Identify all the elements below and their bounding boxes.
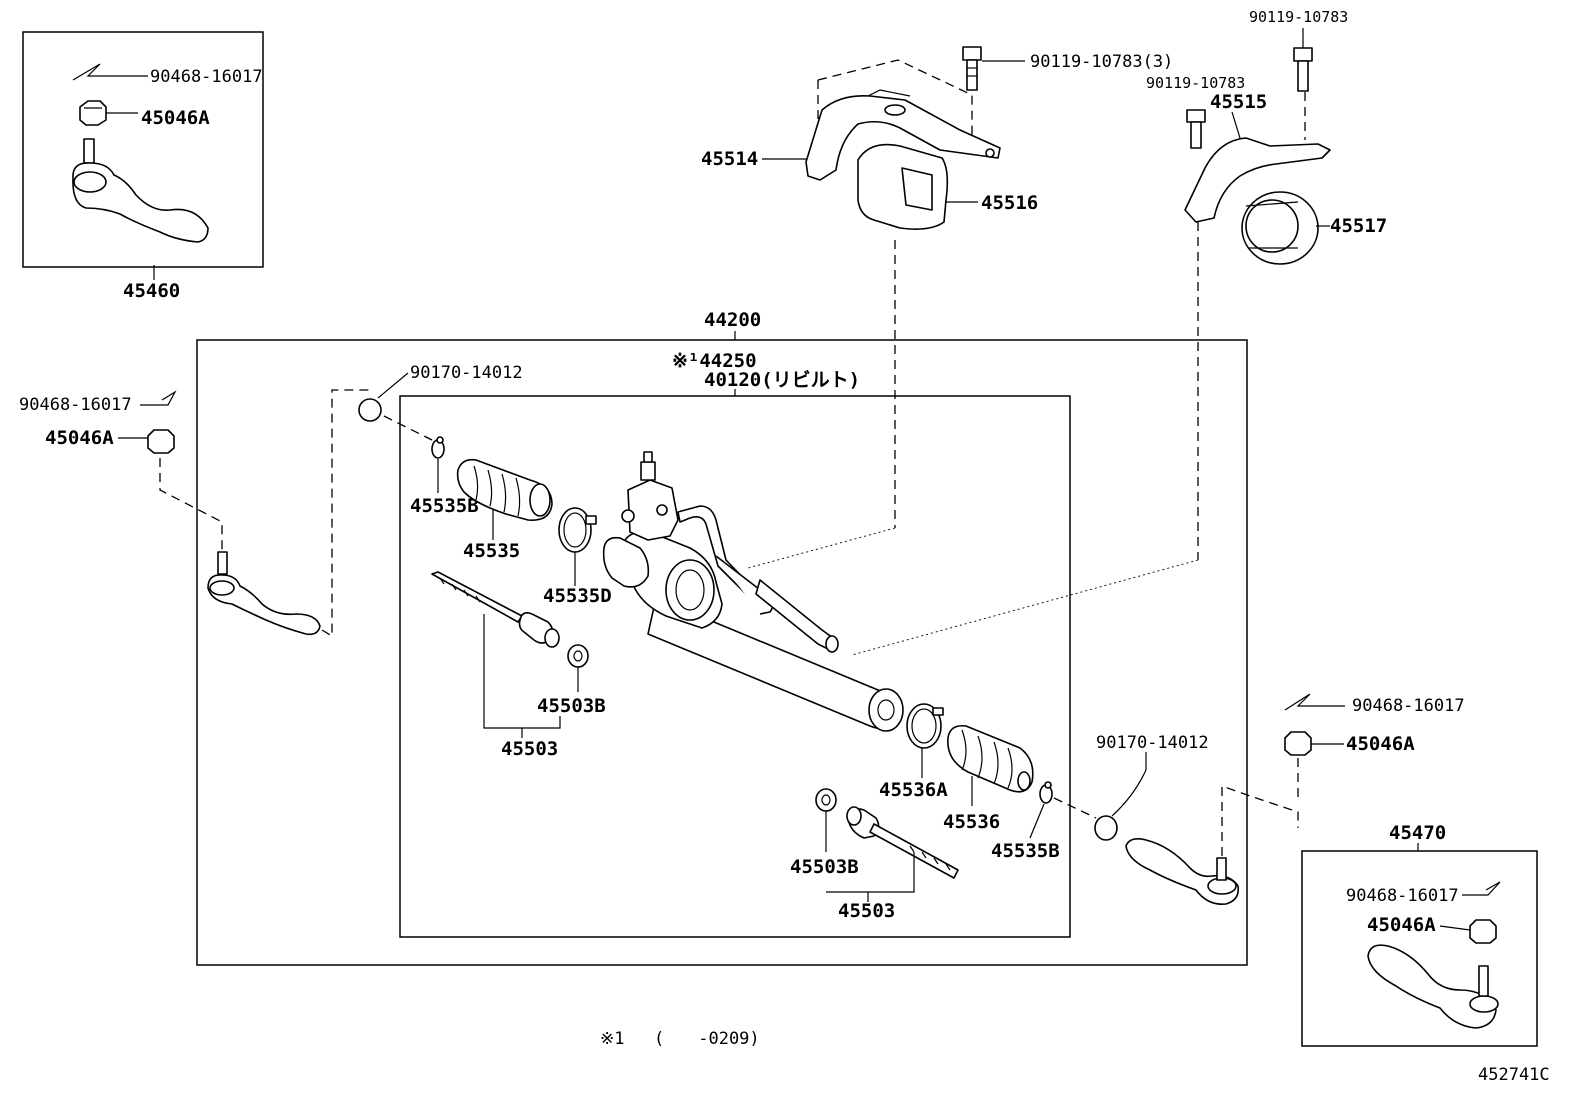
inset-box-45460 [22, 31, 264, 268]
washer-45503B-left-icon [567, 644, 589, 668]
label-45535: 45535 [463, 540, 520, 562]
tie-rod-end-right-icon [1125, 838, 1240, 906]
bolt-90119-top-icon [1293, 47, 1313, 92]
castle-nut-br-icon [1469, 919, 1497, 944]
cotter-pin-right-icon [1284, 693, 1345, 711]
label-45515: 45515 [1210, 91, 1267, 113]
inset-box-45470 [1301, 850, 1538, 1047]
jam-nut-left-icon [358, 398, 382, 422]
label-nut-left: 45046A [45, 427, 114, 449]
label-bolt-90119-top: 90119-10783 [1249, 8, 1348, 26]
label-45535B-left: 45535B [410, 495, 479, 517]
label-45503-left: 45503 [501, 738, 558, 760]
label-45535D: 45535D [543, 585, 612, 607]
washer-45503B-right-icon [815, 788, 837, 812]
label-bolt-90119-3: 90119-10783(3) [1030, 52, 1173, 72]
label-jam-right: 90170-14012 [1096, 733, 1209, 753]
label-45503-right: 45503 [838, 900, 895, 922]
steering-rack-housing-icon [602, 451, 904, 732]
label-jam-left: 90170-14012 [410, 363, 523, 383]
boot-45535-icon [456, 458, 553, 521]
label-44250: ※¹44250 [672, 350, 757, 372]
label-45535B-right: 45535B [991, 840, 1060, 862]
label-pin-br: 90468-16017 [1346, 886, 1459, 906]
label-45514: 45514 [701, 148, 758, 170]
diagram-id: 452741C [1478, 1065, 1550, 1085]
label-pin-right: 90468-16017 [1352, 696, 1465, 716]
tie-rod-end-left-icon [207, 551, 321, 636]
clamp-45536A-icon [906, 703, 944, 749]
tie-rod-45503-left-icon [431, 571, 560, 648]
label-40120: 40120(リビルト) [704, 369, 860, 391]
castle-nut-right-icon [1284, 731, 1312, 756]
cotter-pin-left-icon [140, 390, 177, 406]
tie-rod-end-45460-icon [72, 63, 209, 280]
bolt-90119-mid-icon [1186, 109, 1206, 149]
label-pin-left: 90468-16017 [19, 395, 132, 415]
clip-45535B-right-icon [1039, 781, 1053, 804]
clamp-45535D-icon [558, 507, 597, 553]
cotter-pin-br-icon [1462, 881, 1501, 896]
label-45503B-right: 45503B [790, 856, 859, 878]
label-45536A: 45536A [879, 779, 948, 801]
label-nut-br: 45046A [1367, 914, 1436, 936]
label-45516: 45516 [981, 192, 1038, 214]
label-45460: 45460 [123, 280, 180, 302]
footnote-range: ( -0209) [654, 1029, 760, 1049]
label-bolt-90119-mid: 90119-10783 [1146, 74, 1245, 92]
bushing-45516-icon [857, 143, 949, 230]
label-nut-tl: 45046A [141, 107, 210, 129]
label-pin-tl: 90468-16017 [150, 67, 263, 87]
bracket-45514-icon [805, 59, 1001, 181]
tie-rod-45503-right-icon [846, 806, 959, 879]
clip-45535B-left-icon [431, 436, 445, 459]
bracket-45515-icon [1184, 92, 1331, 223]
label-45470: 45470 [1389, 822, 1446, 844]
boot-45536-icon [947, 724, 1034, 793]
label-nut-right: 45046A [1346, 733, 1415, 755]
label-45517: 45517 [1330, 215, 1387, 237]
label-45503B-left: 45503B [537, 695, 606, 717]
jam-nut-right-icon [1094, 815, 1118, 841]
bolt-90119-3-icon [962, 46, 982, 91]
label-45536: 45536 [943, 811, 1000, 833]
castle-nut-left-icon [147, 429, 175, 454]
label-44200: 44200 [704, 309, 761, 331]
footnote-mark: ※1 [600, 1029, 624, 1049]
outer-box-44200 [196, 339, 1248, 966]
bushing-45517-icon [1241, 191, 1319, 265]
tie-rod-end-45470-icon [1367, 944, 1499, 1029]
